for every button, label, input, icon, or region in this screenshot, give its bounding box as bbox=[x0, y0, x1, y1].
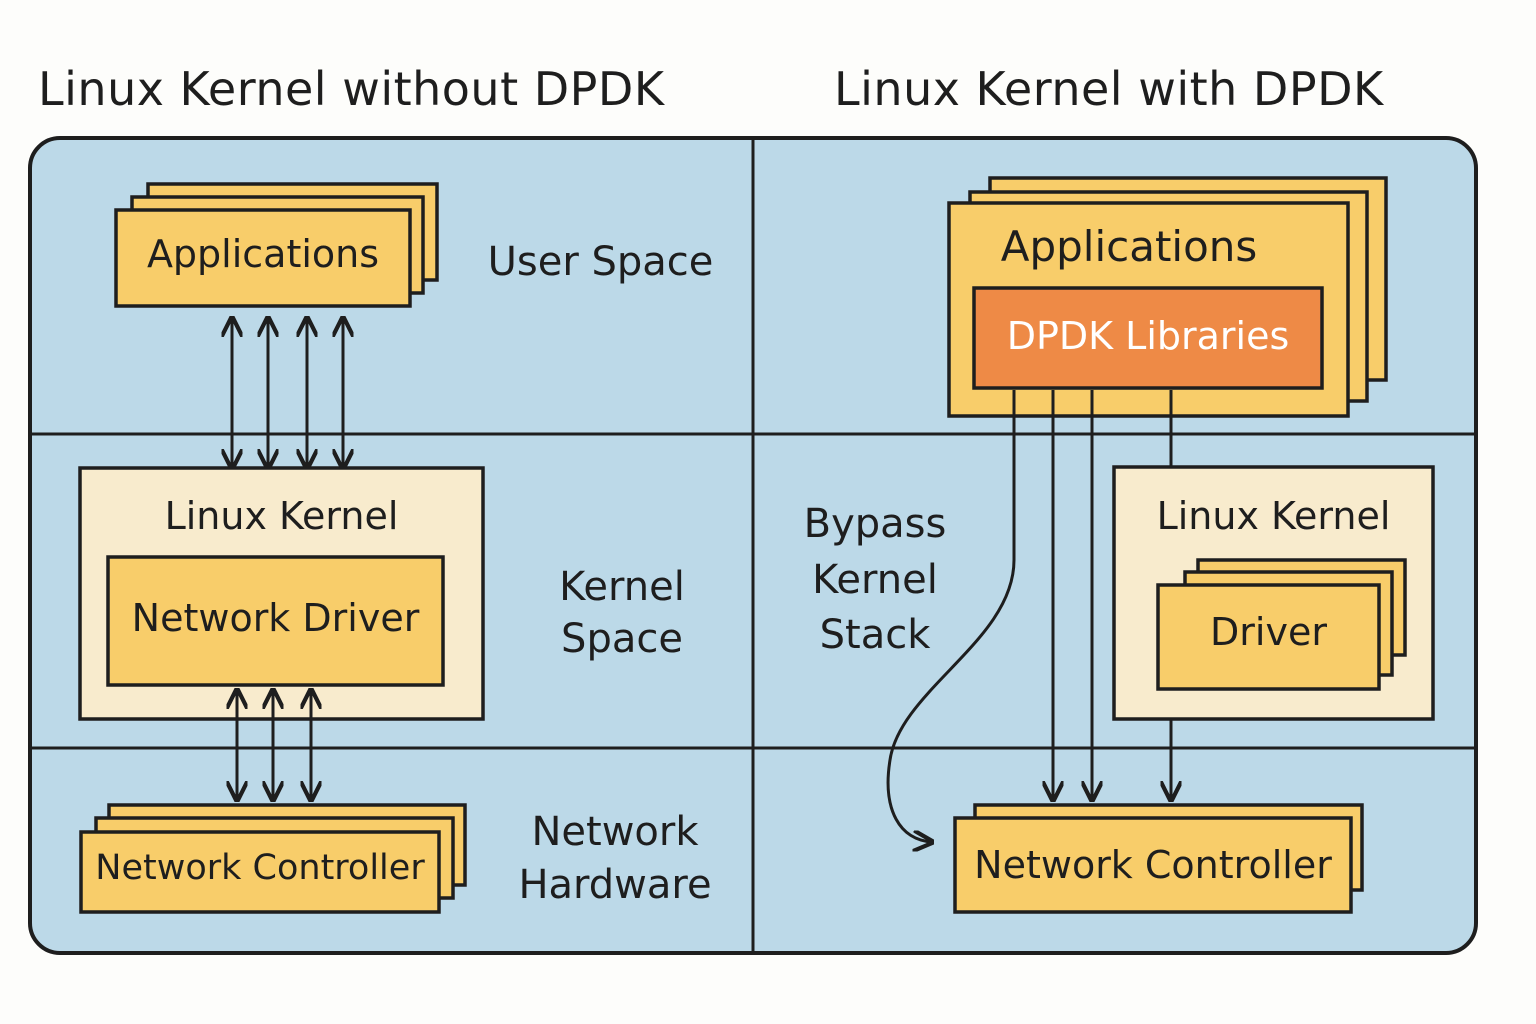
left-linux-kernel-label: Linux Kernel bbox=[164, 494, 399, 538]
left-applications-stack bbox=[114, 182, 439, 308]
left-app-kernel-arrows bbox=[232, 318, 343, 468]
right-network-controller-stack bbox=[953, 803, 1364, 914]
right-applications-label: Applications bbox=[1000, 222, 1258, 271]
left-network-controller-label: Network Controller bbox=[95, 848, 425, 888]
dpdk-direct-arrows bbox=[1053, 390, 1171, 800]
kernel-space-label-line1: Kernel bbox=[559, 564, 685, 610]
network-hardware-label-line1: Network bbox=[531, 809, 699, 855]
left-network-driver-label: Network Driver bbox=[131, 596, 420, 640]
network-hardware-label-line2: Hardware bbox=[518, 862, 712, 908]
right-network-controller-label: Network Controller bbox=[974, 843, 1332, 887]
left-driver-controller-arrows bbox=[237, 690, 311, 800]
bypass-label-line3: Stack bbox=[819, 612, 931, 658]
left-network-driver-box bbox=[106, 555, 445, 687]
bypass-curve-arrow bbox=[886, 390, 1016, 842]
right-driver-stack bbox=[1156, 558, 1407, 691]
left-applications-label: Applications bbox=[146, 232, 380, 276]
kernel-space-label-line2: Space bbox=[561, 616, 683, 662]
dpdk-libraries-label: DPDK Libraries bbox=[1006, 314, 1290, 358]
user-space-label: User Space bbox=[487, 239, 714, 285]
right-driver-label: Driver bbox=[1210, 610, 1327, 654]
title-without-dpdk: Linux Kernel without DPDK bbox=[38, 62, 665, 116]
right-linux-kernel-label: Linux Kernel bbox=[1156, 494, 1391, 538]
dpdk-libraries-box bbox=[972, 286, 1324, 390]
left-network-controller-stack bbox=[79, 803, 467, 914]
title-with-dpdk: Linux Kernel with DPDK bbox=[834, 62, 1384, 116]
bypass-label-line1: Bypass bbox=[803, 501, 947, 547]
bypass-label-line2: Kernel bbox=[812, 557, 938, 603]
